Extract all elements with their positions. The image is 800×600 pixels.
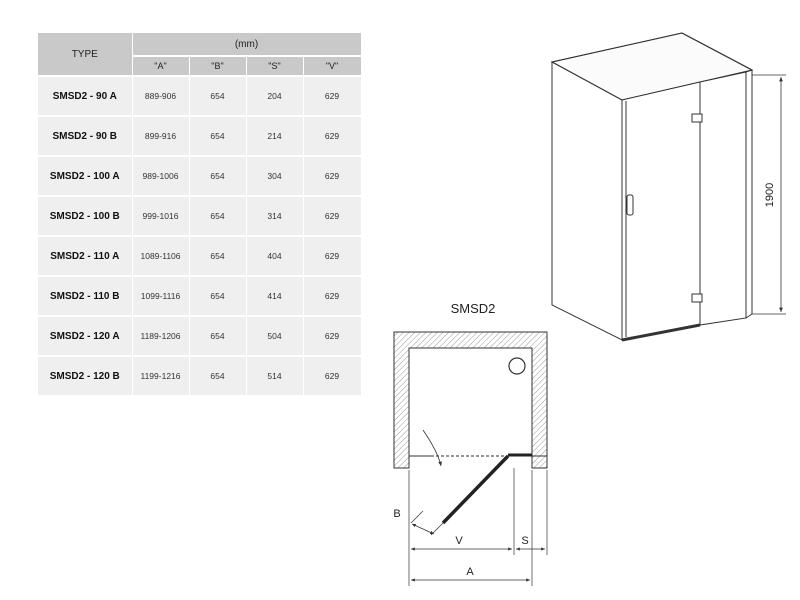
unit-header: (mm) — [132, 33, 362, 57]
b-cell: 654 — [189, 356, 247, 397]
v-cell: 629 — [303, 236, 362, 277]
plan-dimensions — [408, 468, 548, 586]
plan-title: SMSD2 — [451, 301, 496, 316]
s-cell: 514 — [246, 356, 304, 397]
lower-hinge — [691, 293, 703, 303]
upper-hinge — [691, 113, 703, 123]
type-cell: SMSD2 - 120 A — [38, 316, 133, 357]
b-cell: 654 — [189, 116, 247, 157]
v-cell: 629 — [303, 76, 362, 117]
s-cell: 414 — [246, 276, 304, 317]
column-header-s: "S" — [246, 56, 304, 77]
door-swing-arc — [422, 429, 442, 467]
v-cell: 629 — [303, 316, 362, 357]
glass-door-panel-open — [441, 454, 510, 525]
b-cell: 654 — [189, 156, 247, 197]
b-cell: 654 — [189, 316, 247, 357]
table-row: SMSD2 - 90 A 889-906 654 204 629 — [38, 76, 362, 117]
dimension-v-label: V — [455, 535, 463, 547]
a-cell: 1199-1216 — [132, 356, 190, 397]
a-cell: 1089-1106 — [132, 236, 190, 277]
table-row: SMSD2 - 90 B 899-916 654 214 629 — [38, 116, 362, 157]
door-handle — [626, 194, 634, 216]
table-row: SMSD2 - 120 B 1199-1216 654 514 629 — [38, 356, 362, 397]
s-cell: 304 — [246, 156, 304, 197]
v-cell: 629 — [303, 116, 362, 157]
b-cell: 654 — [189, 196, 247, 237]
column-header-a: "A" — [132, 56, 190, 77]
b-cell: 654 — [189, 76, 247, 117]
wall-outline — [393, 331, 548, 469]
drain-icon — [508, 357, 526, 375]
b-cell: 654 — [189, 236, 247, 277]
s-cell: 214 — [246, 116, 304, 157]
v-cell: 629 — [303, 276, 362, 317]
height-label: 1900 — [764, 183, 776, 207]
type-cell: SMSD2 - 100 B — [38, 196, 133, 237]
s-cell: 204 — [246, 76, 304, 117]
s-cell: 314 — [246, 196, 304, 237]
column-header-v: "V" — [303, 56, 362, 77]
v-cell: 629 — [303, 156, 362, 197]
column-header-b: "B" — [189, 56, 247, 77]
table-row: SMSD2 - 110 A 1089-1106 654 404 629 — [38, 236, 362, 277]
dimension-a-label: A — [466, 566, 474, 578]
a-cell: 899-916 — [132, 116, 190, 157]
side-wall — [551, 61, 623, 341]
type-cell: SMSD2 - 90 B — [38, 116, 133, 157]
a-cell: 1099-1116 — [132, 276, 190, 317]
dimension-b-label: B — [393, 508, 400, 520]
table-row: SMSD2 - 110 B 1099-1116 654 414 629 — [38, 276, 362, 317]
a-cell: 999-1016 — [132, 196, 190, 237]
dimension-s-label: S — [521, 535, 528, 547]
a-cell: 889-906 — [132, 76, 190, 117]
type-cell: SMSD2 - 120 B — [38, 356, 133, 397]
type-cell: SMSD2 - 110 B — [38, 276, 133, 317]
v-cell: 629 — [303, 196, 362, 237]
type-cell: SMSD2 - 90 A — [38, 76, 133, 117]
table-row: SMSD2 - 100 A 989-1006 654 304 629 — [38, 156, 362, 197]
type-cell: SMSD2 - 110 A — [38, 236, 133, 277]
door-panel — [699, 71, 747, 326]
enclosure-3d-view — [550, 32, 754, 342]
b-cell: 654 — [189, 276, 247, 317]
table-row: SMSD2 - 100 B 999-1016 654 314 629 — [38, 196, 362, 237]
floor-plan — [393, 331, 548, 525]
a-cell: 1189-1206 — [132, 316, 190, 357]
type-column-header: TYPE — [38, 33, 133, 77]
s-cell: 404 — [246, 236, 304, 277]
height-dimension — [752, 74, 786, 315]
a-cell: 989-1006 — [132, 156, 190, 197]
s-cell: 504 — [246, 316, 304, 357]
base-profile — [621, 323, 701, 342]
dimension-table: TYPE (mm) "A" "B" "S" "V" SMSD2 - 90 A 8… — [38, 33, 362, 397]
table-row: SMSD2 - 120 A 1189-1206 654 504 629 — [38, 316, 362, 357]
v-cell: 629 — [303, 356, 362, 397]
type-cell: SMSD2 - 100 A — [38, 156, 133, 197]
front-fixed-panel — [621, 81, 701, 341]
